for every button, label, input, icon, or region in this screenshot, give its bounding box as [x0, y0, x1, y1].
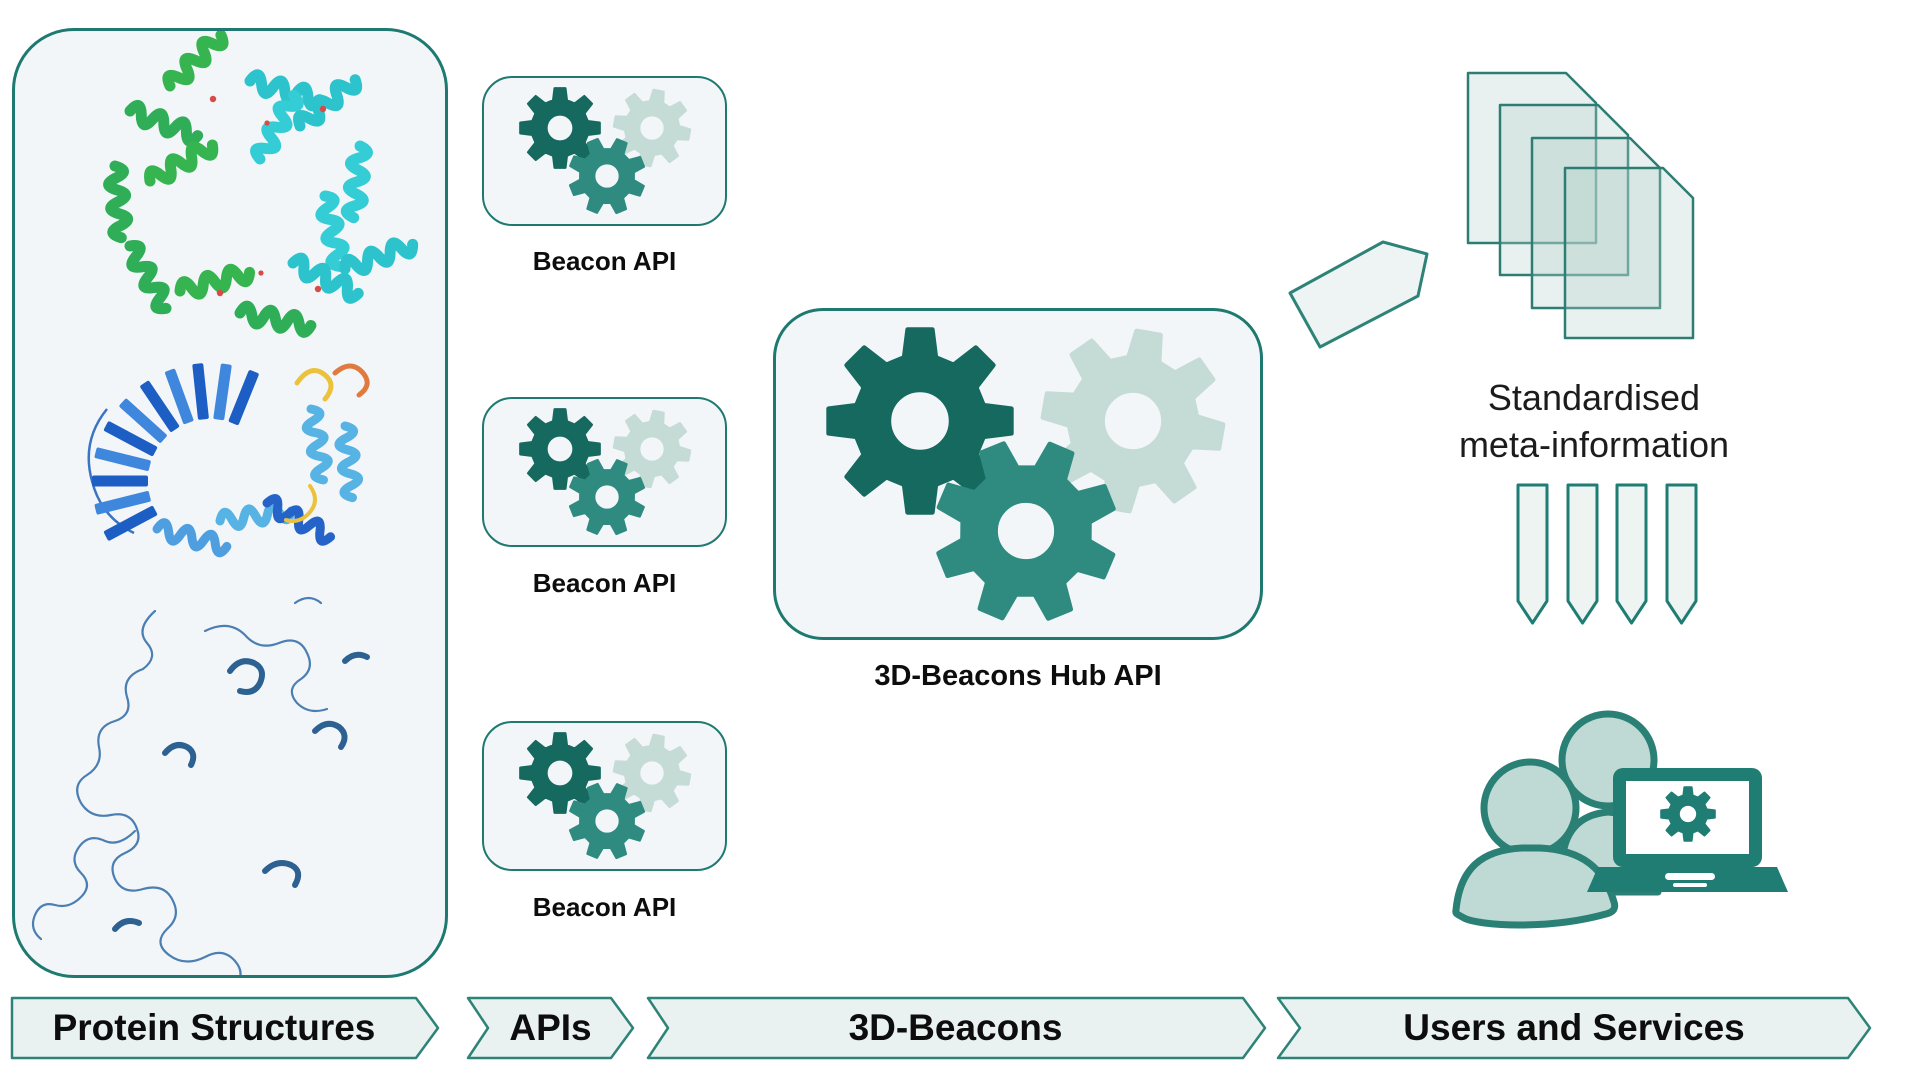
download-arrows-icon [1516, 483, 1698, 625]
gears-icon [519, 732, 692, 860]
gears-icon [519, 87, 692, 215]
banner-arrow-shape [10, 996, 440, 1060]
hub-api-label: 3D-Beacons Hub API [874, 660, 1162, 692]
beacon-api-label-1: Beacon API [532, 246, 677, 276]
process-banner-arrows [10, 996, 1872, 1060]
banner-users-and-services: Users and Services [1403, 1007, 1745, 1048]
meta-line-1: Standardised [1487, 377, 1701, 418]
meta-line-2: meta-information [1458, 424, 1730, 465]
protein-structure-disordered-image [31, 596, 370, 975]
banner-arrow-shape [466, 996, 635, 1060]
protein-structure-helical-image [107, 31, 415, 333]
gears-icon [826, 327, 1226, 621]
gears-icon [519, 408, 692, 536]
beacon-api-box-3 [482, 721, 727, 871]
laptop-icon [1587, 768, 1788, 892]
beacon-api-label-2: Beacon API [532, 568, 677, 598]
users-and-laptop-icon [1452, 710, 1788, 929]
3d-beacons-hub-box [773, 308, 1263, 640]
beacon-api-box-1 [482, 76, 727, 226]
banner-arrow-shape [1276, 996, 1872, 1060]
front-user-head [1480, 758, 1580, 858]
beacon-api-label-3: Beacon API [532, 892, 677, 922]
banner-apis: APIs [509, 1007, 592, 1048]
banner-3d-beacons: 3D-Beacons [848, 1007, 1063, 1048]
front-user-body [1452, 844, 1619, 929]
laptop-gear-icon [1660, 786, 1716, 842]
banner-arrow-shape [646, 996, 1267, 1060]
flow-arrow-icon [1288, 240, 1429, 349]
banner-protein-structures: Protein Structures [52, 1007, 376, 1048]
stacked-documents-icon [1466, 71, 1695, 340]
protein-structures-panel [12, 28, 448, 978]
beacon-api-box-2 [482, 397, 727, 547]
meta-information-label: Standardised meta-information [1384, 374, 1804, 468]
protein-structures-images [31, 31, 445, 975]
protein-structure-model-image [87, 363, 370, 554]
